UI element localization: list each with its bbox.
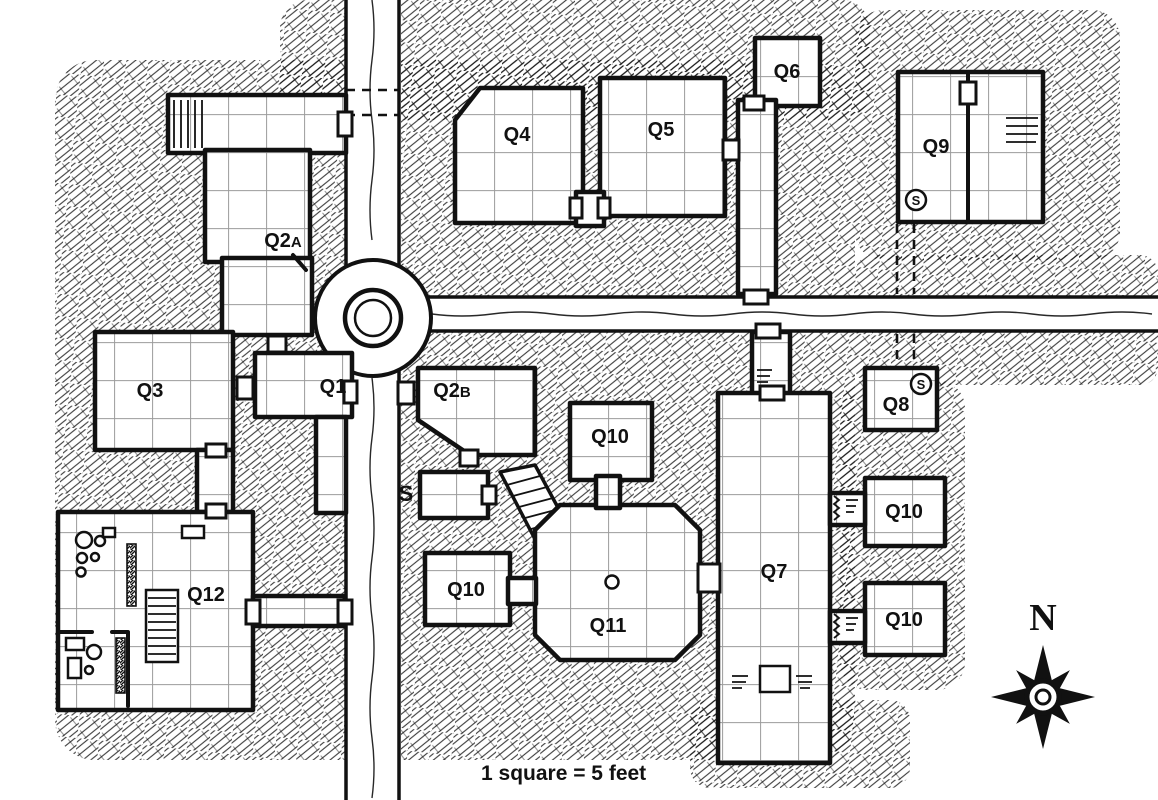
- room-q10-west: [422, 550, 513, 628]
- vestibule-q10w-q11: [505, 575, 539, 607]
- q12-stairs: [144, 588, 180, 664]
- details-layer: [64, 100, 1038, 694]
- curtain-q7-q10-lower: [832, 613, 858, 639]
- room-q10-east-upper: [862, 475, 948, 549]
- door-passage-street: [336, 598, 354, 626]
- door-street-q2b: [396, 380, 416, 406]
- room-q12-inner-walls: [56, 630, 130, 708]
- label-q5: Q5: [648, 119, 675, 141]
- room-corridor-top-left-h: [165, 92, 349, 156]
- street-vertical-gutter: [369, 0, 375, 799]
- room-q10-east-lower: [862, 580, 948, 658]
- door-q3-corridor: [204, 442, 228, 459]
- door-q2b-s-chamber: [458, 448, 480, 468]
- label-q11: Q11: [590, 615, 627, 637]
- label-q2b: Q2B: [433, 380, 471, 402]
- street-horizontal-gutter: [431, 311, 1153, 317]
- street-dashed-crossing-top: [346, 88, 399, 117]
- room-q1: [252, 350, 355, 420]
- q9-bunk: [1006, 117, 1038, 143]
- secret-passage-dashes: [895, 224, 916, 366]
- door-q4-vestibule: [568, 196, 584, 220]
- door-corridor-street-north: [742, 288, 770, 306]
- q12-cupboard: [180, 524, 206, 540]
- label-q10-west: Q10: [447, 579, 485, 601]
- plaza-well-inner: [353, 298, 393, 338]
- svg-text:S: S: [912, 193, 921, 208]
- room-q4: [452, 85, 586, 226]
- door-corridor-street-top: [336, 110, 354, 138]
- label-q1: Q1: [320, 376, 347, 398]
- door-q5-corridor: [721, 138, 741, 162]
- label-q7: Q7: [761, 561, 788, 583]
- label-q3: Q3: [137, 380, 164, 402]
- door-vestibule-q5: [596, 196, 612, 220]
- room-q3: [92, 329, 236, 453]
- label-q12: Q12: [187, 584, 225, 606]
- compass-diagonal-points: [1016, 670, 1070, 724]
- door-q1-street: [342, 379, 359, 405]
- doors-layer: [204, 80, 978, 626]
- label-q2a-pointer: [291, 253, 308, 272]
- door-corridor-q7: [758, 384, 786, 402]
- label-q8: Q8: [883, 394, 910, 416]
- curtain-q7-q10-upper: [832, 495, 858, 521]
- street-horizontal-edges: [427, 295, 1158, 333]
- room-q2b: [415, 365, 538, 458]
- room-q6: [752, 35, 823, 109]
- compass-rose: [991, 645, 1095, 749]
- scale-legend: 1 square = 5 feet: [481, 762, 646, 785]
- label-q10-north: Q10: [591, 426, 629, 448]
- passage-q12-street: [250, 593, 348, 629]
- secret-marker-q8: S: [909, 372, 933, 396]
- secret-marker-q9: S: [904, 188, 928, 212]
- label-q9: Q9: [923, 136, 950, 158]
- label-q6: Q6: [774, 61, 801, 83]
- room-q2a-chamber: [219, 255, 315, 338]
- stairs-top-left: [173, 100, 203, 148]
- compass-north-label: N: [1029, 597, 1056, 639]
- q12-storage: [64, 524, 206, 694]
- compass-cardinal-points: [991, 645, 1095, 749]
- label-q2a: Q2A: [264, 230, 302, 252]
- room-q10-north: [567, 400, 655, 483]
- room-q8: [862, 365, 940, 433]
- corridor-q6-street: [735, 97, 779, 297]
- room-s-chamber: [417, 469, 491, 521]
- q7-altar: [732, 369, 812, 694]
- door-street-corridor-south: [754, 322, 782, 340]
- vestibule-q10n-q11: [593, 473, 623, 511]
- label-q10-east-lower: Q10: [885, 609, 923, 631]
- svg-text:S: S: [917, 377, 926, 392]
- q11-pillar: [604, 574, 620, 590]
- label-q4: Q4: [504, 124, 532, 146]
- q12-shelf-lower: [115, 637, 126, 694]
- room-q5: [597, 75, 728, 219]
- door-q3-q1: [235, 375, 255, 401]
- door-corridor-q12: [204, 502, 228, 520]
- door-q11-q7: [696, 562, 722, 594]
- door-q2a-q1: [266, 334, 288, 354]
- label-q10-east-upper: Q10: [885, 501, 923, 523]
- q12-shelf-upper: [126, 543, 137, 607]
- rooms-layer: [55, 35, 1046, 766]
- door-q12-passage: [244, 598, 262, 626]
- label-stairs-s: S: [399, 481, 414, 506]
- labels-layer: Q2A Q2B Q1 Q3 Q4 Q5 Q6 Q7 Q8 Q9 Q10 Q10 …: [137, 61, 950, 637]
- door-q9-inner: [958, 80, 978, 106]
- door-q6-corridor: [742, 94, 766, 112]
- door-s-chamber-stairs: [480, 484, 498, 506]
- room-q1-annex: [313, 414, 349, 516]
- compass-ring-inner: [1034, 688, 1052, 706]
